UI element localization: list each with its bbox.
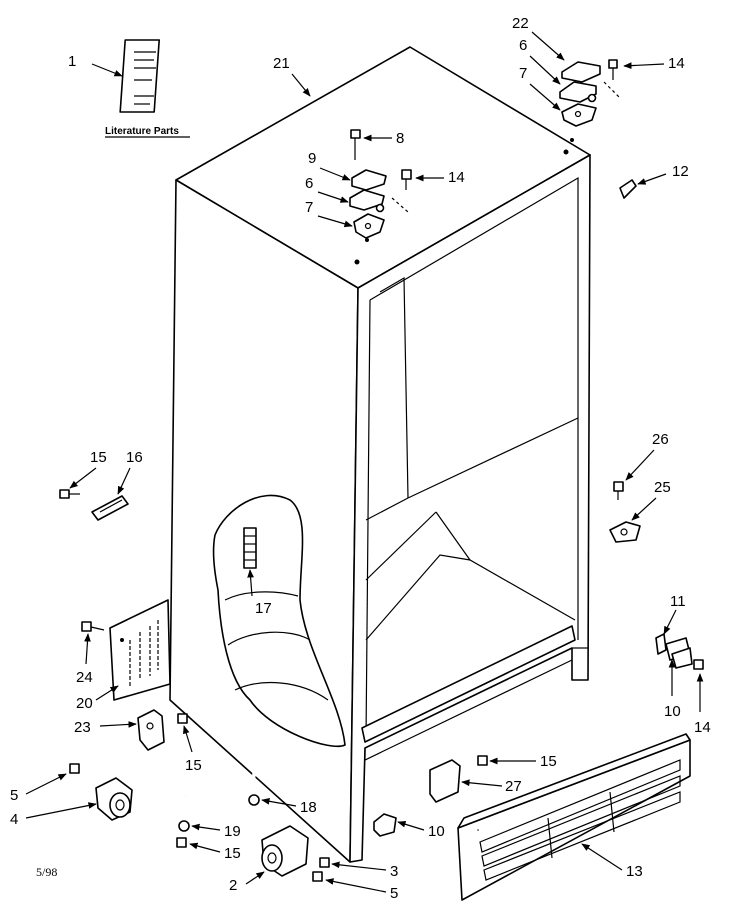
callout-13: 13 [626, 863, 643, 880]
callout-19: 19 [224, 823, 241, 840]
callout-20: 20 [76, 695, 93, 712]
callout-15d: 15 [224, 845, 241, 862]
literature-booklet: Literature Parts [105, 39, 190, 138]
callout-15b: 15 [185, 757, 202, 774]
insulation-cutaway [212, 494, 346, 748]
lower-right-hinge [655, 633, 704, 670]
callout-24: 24 [76, 669, 93, 686]
callout-7b: 7 [305, 199, 313, 216]
callout-26: 26 [652, 431, 669, 448]
callout-16: 16 [126, 449, 143, 466]
callout-15c: 15 [540, 753, 557, 770]
bracket-16 [59, 489, 129, 521]
bracket-27 [373, 755, 488, 837]
callout-6a: 6 [519, 37, 527, 54]
clip-12 [619, 179, 637, 199]
callout-14c: 14 [694, 719, 711, 736]
callout-14b: 14 [448, 169, 465, 186]
callout-3: 3 [390, 863, 398, 880]
callout-23: 23 [74, 719, 91, 736]
callout-10b: 10 [428, 823, 445, 840]
callout-6b: 6 [305, 175, 313, 192]
callout-15a: 15 [90, 449, 107, 466]
tube-18 [176, 771, 260, 848]
callout-25: 25 [654, 479, 671, 496]
callout-17: 17 [255, 600, 272, 617]
callout-18: 18 [300, 799, 317, 816]
callout-5a: 5 [10, 787, 18, 804]
bracket-25 [609, 481, 641, 543]
rear-bracket-20 [81, 599, 171, 701]
callout-22: 22 [512, 15, 529, 32]
upper-right-hinge [559, 59, 621, 127]
roller-2 [261, 825, 330, 882]
center-hinge [349, 129, 412, 239]
callout-4: 4 [10, 811, 18, 828]
date-code: 5/98 [36, 865, 57, 879]
callout-5b: 5 [390, 885, 398, 902]
callout-1: 1 [68, 53, 76, 70]
callout-12: 12 [672, 163, 689, 180]
callout-11: 11 [670, 593, 686, 610]
callout-21: 21 [273, 55, 290, 72]
callout-9: 9 [308, 150, 316, 167]
callout-27: 27 [505, 778, 522, 795]
literature-caption: Literature Parts [105, 126, 179, 137]
callout-7a: 7 [519, 65, 527, 82]
callout-2: 2 [229, 877, 237, 894]
toe-grille [457, 733, 691, 901]
callout-10a: 10 [664, 703, 681, 720]
callout-8: 8 [396, 130, 404, 147]
callout-14a: 14 [668, 55, 685, 72]
roller-bracket-23 [137, 709, 188, 751]
cabinet [169, 46, 591, 863]
roller-4 [69, 763, 133, 821]
